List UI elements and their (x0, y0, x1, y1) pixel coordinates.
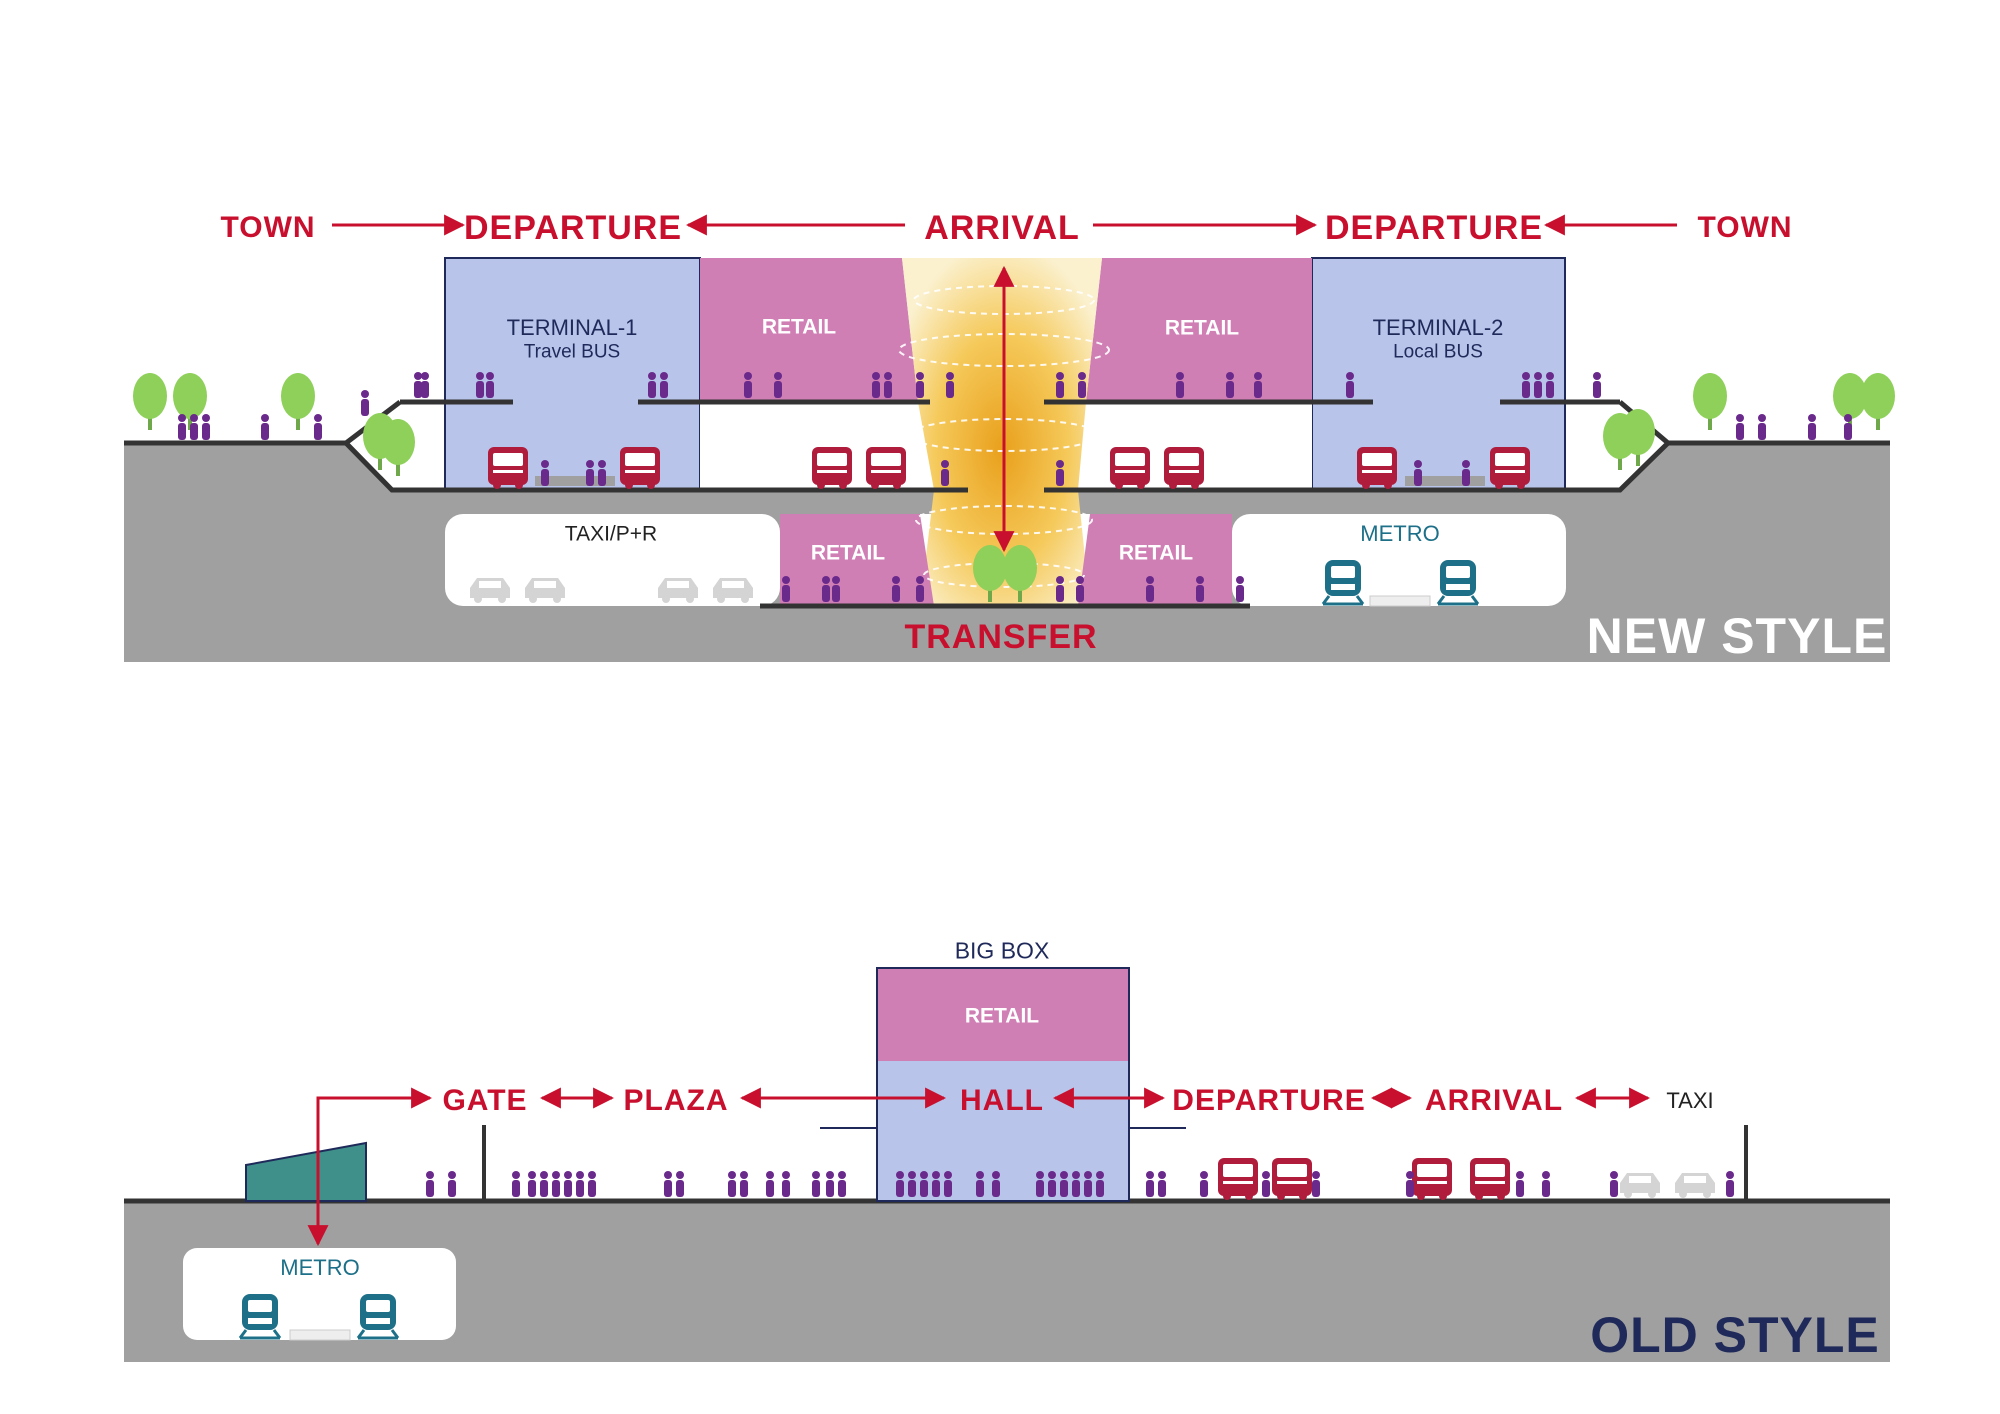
bus-icon (1218, 1158, 1258, 1200)
tree-icon (1693, 373, 1727, 430)
bus-icon (812, 447, 852, 489)
flow-label-gate: GATE (442, 1084, 528, 1117)
flow-label-departure-right: DEPARTURE (1324, 209, 1544, 247)
tree-icon (173, 373, 207, 430)
terminal-2-title: TERMINAL-2 (1372, 315, 1504, 340)
retail-upper-left (700, 258, 918, 402)
terminal-2-subtitle: Local BUS (1393, 341, 1483, 363)
bus-icon (488, 447, 528, 489)
transfer-label: TRANSFER (904, 618, 1098, 656)
metro-entrance-shelter (245, 1141, 367, 1202)
flow-label-arrival: ARRIVAL (924, 209, 1080, 247)
bus-icon (1490, 447, 1530, 489)
retail-lower-right-label: RETAIL (1118, 541, 1194, 565)
old-style-label: OLD STYLE (1590, 1307, 1880, 1363)
flow-label-departure: DEPARTURE (1172, 1084, 1366, 1117)
car-icon (1675, 1173, 1715, 1198)
terminal-1-subtitle: Travel BUS (523, 341, 621, 363)
flow-label-taxi: TAXI (1666, 1088, 1714, 1113)
metro-label: METRO (1360, 521, 1440, 546)
flow-label-arrival: ARRIVAL (1424, 1084, 1564, 1117)
terminal-1-title: TERMINAL-1 (506, 315, 638, 340)
bus-icon (1470, 1158, 1510, 1200)
old-style-section (124, 967, 1890, 1362)
metro-area (1232, 514, 1566, 606)
big-box-retail (877, 968, 1129, 1061)
flow-label-town-right: TOWN (1697, 211, 1793, 244)
tree-icon (281, 373, 315, 430)
bus-icon (866, 447, 906, 489)
tree-icon (1861, 373, 1895, 430)
flow-label-town-left: TOWN (220, 211, 316, 244)
tree-icon (133, 373, 167, 430)
old-retail-label: RETAIL (964, 1004, 1040, 1028)
bus-icon (1164, 447, 1204, 489)
flow-label-plaza: PLAZA (623, 1084, 729, 1117)
retail-lower-right (1078, 514, 1232, 606)
new-style-section (124, 214, 1895, 662)
retail-upper-left-label: RETAIL (761, 315, 837, 339)
retail-lower-left-label: RETAIL (810, 541, 886, 565)
taxi-park-label: TAXI/P+R (564, 522, 658, 546)
big-box-hall (877, 1061, 1129, 1201)
flow-label-hall: HALL (960, 1084, 1044, 1117)
bus-icon (1357, 447, 1397, 489)
bus-icon (620, 447, 660, 489)
big-box-label: BIG BOX (954, 937, 1050, 964)
gate-metro-arrow (307, 1087, 433, 1247)
flow-label-departure-left: DEPARTURE (463, 209, 683, 247)
bus-icon (1110, 447, 1150, 489)
old-metro-label: METRO (280, 1255, 360, 1280)
retail-upper-right-label: RETAIL (1164, 316, 1240, 340)
bus-icon (1412, 1158, 1452, 1200)
tree-icon (381, 419, 415, 476)
new-style-label: NEW STYLE (1586, 608, 1888, 664)
retail-upper-right (1086, 258, 1312, 402)
bus-icon (1272, 1158, 1312, 1200)
car-icon (1620, 1173, 1660, 1198)
